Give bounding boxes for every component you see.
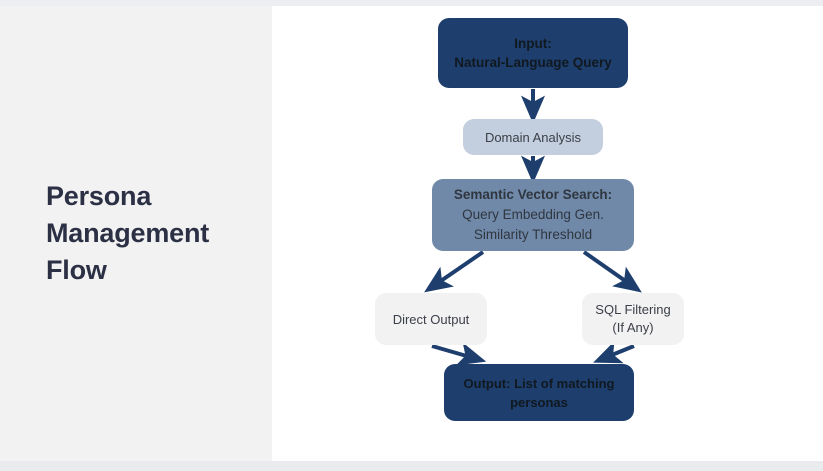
node-output[interactable]: Output: List of matching personas [444,364,634,421]
bottom-chrome-strip [0,461,823,471]
node-domain-analysis-label: Domain Analysis [484,129,582,145]
edge-semantic-to-sql [582,250,642,293]
title-panel: Persona Management Flow [0,6,272,461]
page-title: Persona Management Flow [46,178,266,289]
node-input-line-1: Input: [514,36,552,51]
flowchart-canvas: Input: Natural-Language Query Domain Ana… [272,6,823,461]
node-input-line-2: Natural-Language Query [454,55,612,70]
node-direct-output-label: Direct Output [392,311,470,327]
node-sql-filtering-line-1: SQL Filtering [595,302,671,317]
page-title-line-3: Flow [46,255,107,285]
node-domain-analysis[interactable]: Domain Analysis [463,119,603,155]
node-sql-filtering[interactable]: SQL Filtering (If Any) [582,293,684,345]
node-input[interactable]: Input: Natural-Language Query [438,18,628,88]
flow-arrow-layer [424,89,642,366]
node-semantic-line-2: Query Embedding Gen. [462,207,604,222]
page-title-line-1: Persona [46,181,152,211]
node-output-line-1: Output: List of matching [463,375,615,391]
edge-direct-to-output [431,342,487,366]
node-semantic-line-1: Semantic Vector Search: [453,187,613,202]
edge-semantic-to-direct [424,250,485,293]
node-semantic-line-3: Similarity Threshold [473,227,593,242]
page-title-line-2: Management [46,218,210,248]
node-semantic-vector-search[interactable]: Semantic Vector Search: Query Embedding … [432,179,634,251]
node-output-line-2: personas [510,394,568,410]
top-chrome-strip [0,0,823,6]
edge-sql-to-output [593,340,635,364]
node-sql-filtering-line-2: (If Any) [612,320,654,335]
node-direct-output[interactable]: Direct Output [375,293,487,345]
